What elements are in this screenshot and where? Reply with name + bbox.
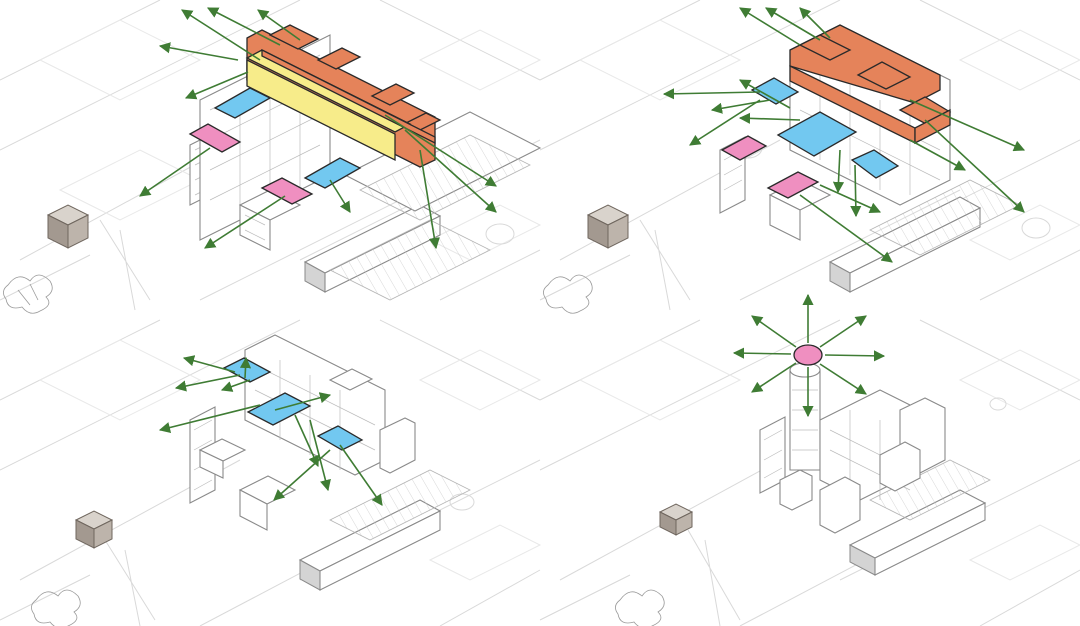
- roof-pink: [766, 171, 820, 199]
- roof-blue: [316, 425, 364, 451]
- school-buildings: [189, 334, 471, 591]
- roof-orange: [798, 34, 852, 61]
- roof-blue: [750, 77, 800, 105]
- tree-sketch: [543, 274, 593, 314]
- roof-blue: [222, 357, 272, 383]
- view-arrows: [662, 7, 1026, 263]
- landmark-cube: [46, 204, 90, 249]
- tree-sketch: [31, 589, 81, 626]
- school-buildings: [759, 362, 991, 576]
- roof-orange: [856, 61, 912, 90]
- roof-orange: [370, 83, 416, 106]
- roof-pink: [720, 135, 768, 161]
- site-context: [0, 319, 542, 626]
- landmark-cube: [586, 204, 630, 249]
- tree-sketch: [3, 274, 53, 314]
- viewpoint-marker: [793, 344, 823, 366]
- roof-orange: [316, 47, 362, 70]
- view-arrows: [158, 355, 383, 506]
- landmark-cube: [658, 503, 694, 536]
- roof-blue: [776, 111, 858, 157]
- roof-blue: [303, 157, 362, 189]
- panel-top-left: [0, 0, 542, 314]
- roof-blue: [213, 87, 272, 119]
- colored-roofs: [720, 24, 952, 199]
- view-arrows-radiating: [732, 293, 886, 418]
- roof-pink: [188, 123, 242, 153]
- tree-sketch: [615, 589, 665, 626]
- site-context: [539, 0, 1080, 311]
- panel-top-right: [539, 0, 1080, 314]
- roof-blue: [850, 149, 900, 179]
- view-arrows: [139, 7, 497, 250]
- panel-bottom-left: [0, 319, 542, 626]
- panel-bottom-right: [539, 293, 1080, 626]
- landmark-cube: [74, 510, 114, 549]
